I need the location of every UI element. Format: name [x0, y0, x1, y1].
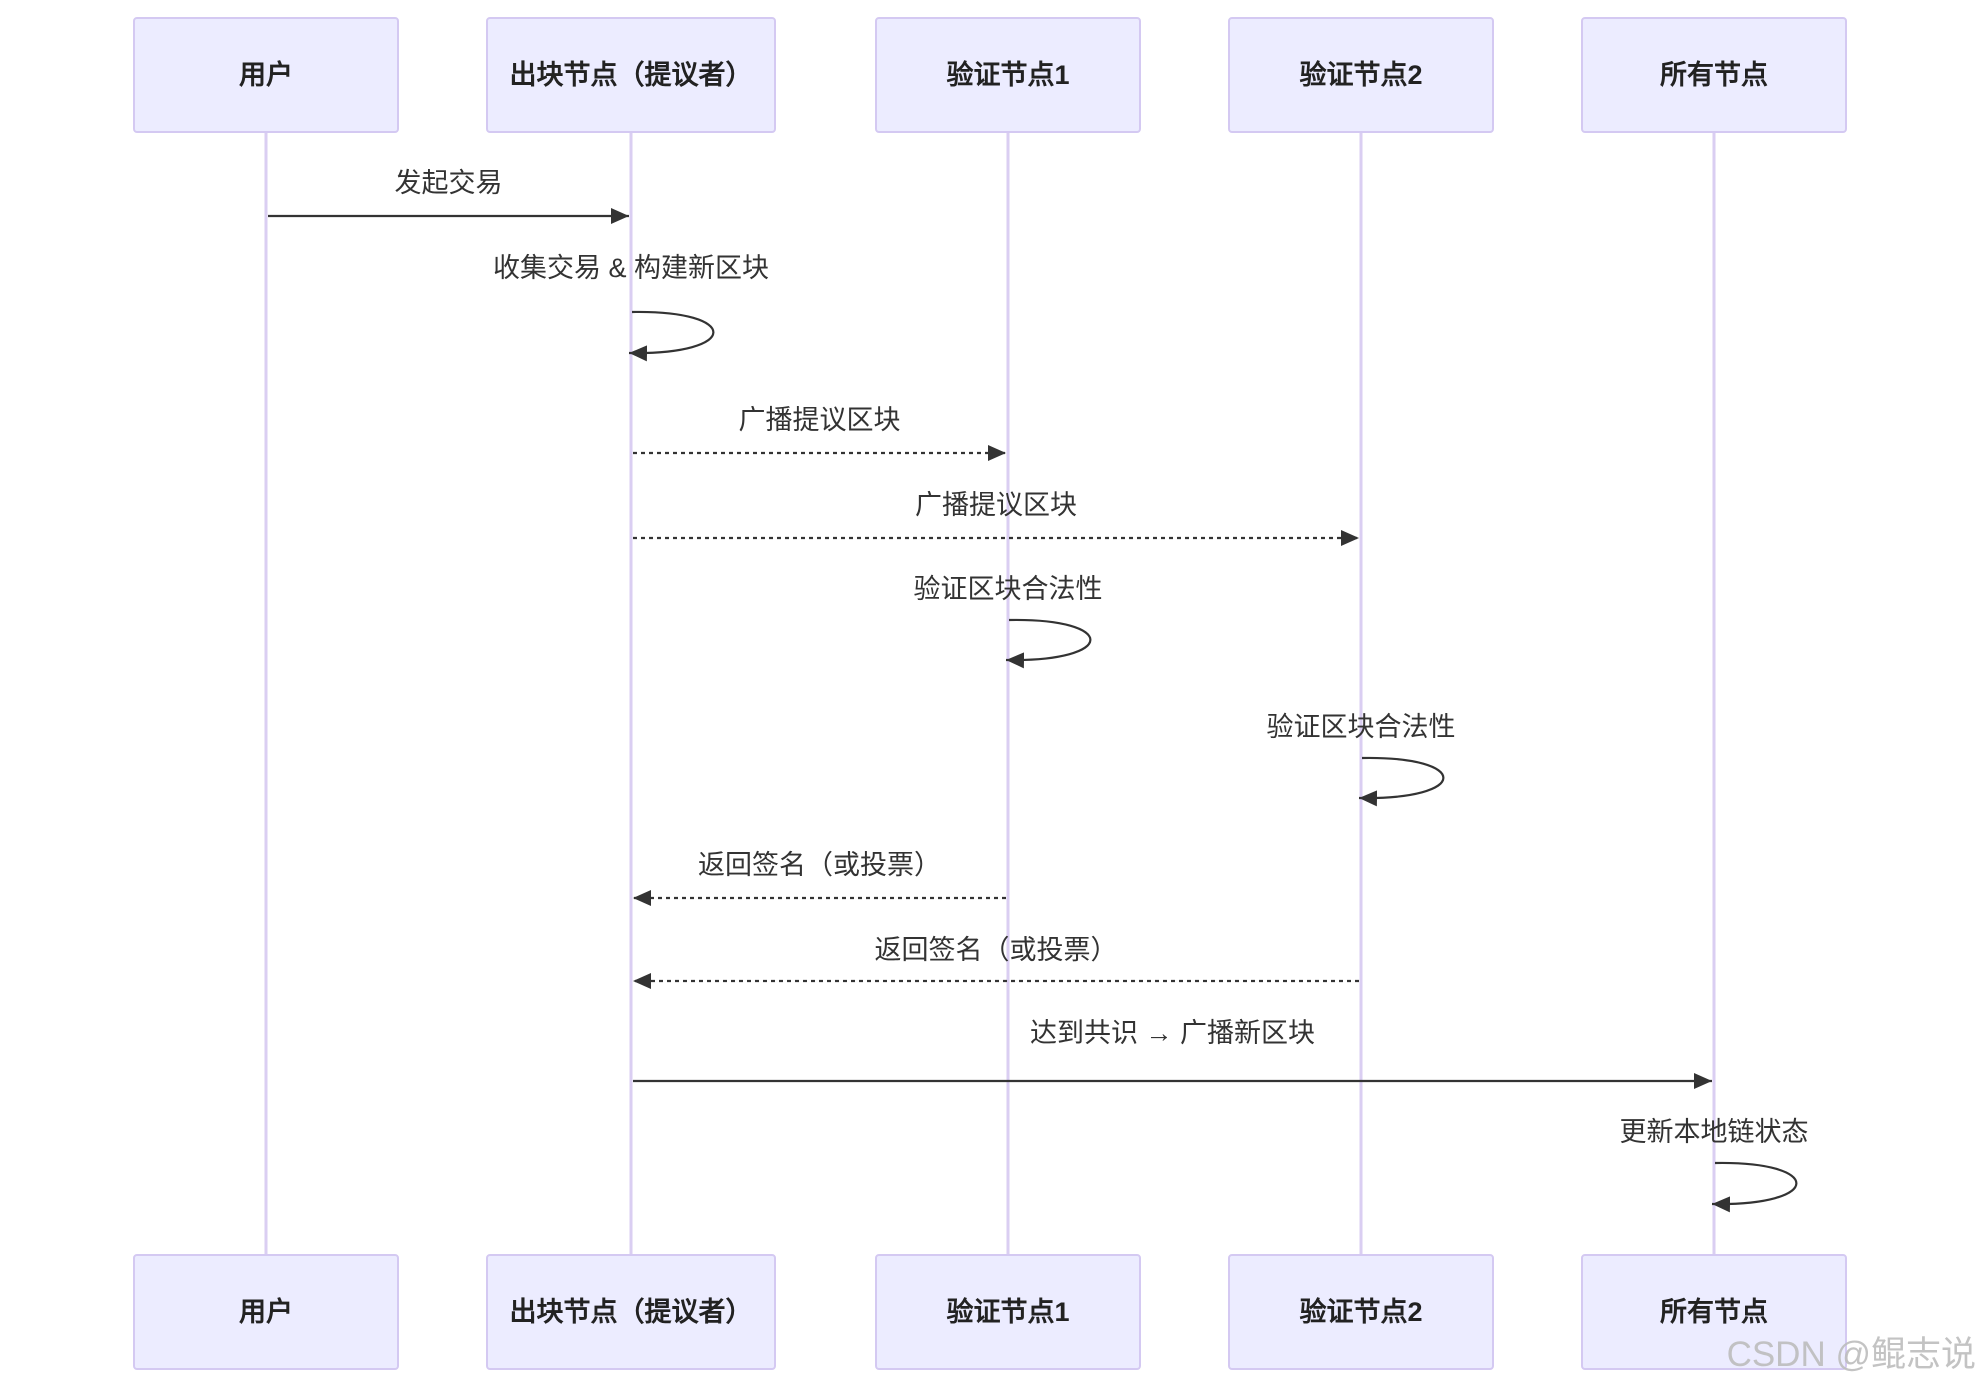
participant-rect [486, 1254, 776, 1370]
self-message-loop [628, 310, 715, 362]
participant-rect [1581, 1254, 1847, 1370]
participant-box-bottom: 验证节点1 [875, 1254, 1141, 1370]
participant-label: 验证节点2 [1299, 59, 1422, 90]
participant-rect [1228, 1254, 1494, 1370]
participant-rect [133, 1254, 399, 1370]
participant-rect [486, 17, 776, 133]
watermark: CSDN @鲲志说 [1727, 1335, 1976, 1374]
participant-label: 所有节点 [1660, 60, 1768, 90]
message-label: 返回签名（或投票） [698, 850, 941, 880]
self-message-loop [1358, 756, 1445, 807]
message-label: 发起交易 [395, 168, 503, 198]
participant-box-top: 用户 [133, 17, 399, 133]
participant-box-bottom: 出块节点（提议者） [486, 1254, 776, 1370]
self-message: 收集交易 & 构建新区块 [493, 253, 769, 362]
participant-label: 所有节点 [1660, 1297, 1768, 1327]
message-label: 达到共识 → 广播新区块 [1030, 1018, 1315, 1048]
participant-box-top: 验证节点1 [875, 17, 1141, 133]
participant-label: 验证节点1 [946, 1296, 1069, 1327]
participant-label: 用户 [239, 59, 293, 90]
participant-rect [875, 1254, 1141, 1370]
message-label: 验证区块合法性 [914, 574, 1103, 604]
participant-rect [1228, 17, 1494, 133]
lifelines-layer [264, 132, 1716, 1255]
participant-box-top: 出块节点（提议者） [486, 17, 776, 133]
message: 返回签名（或投票） [633, 850, 1006, 906]
participant-box-bottom: 所有节点 [1581, 1254, 1847, 1370]
participant-rect [875, 17, 1141, 133]
participant-label: 验证节点1 [946, 59, 1069, 90]
self-message: 验证区块合法性 [1267, 712, 1456, 807]
message-label: 返回签名（或投票） [875, 935, 1118, 965]
participant-box-bottom: 验证节点2 [1228, 1254, 1494, 1370]
message-label: 收集交易 & 构建新区块 [493, 253, 769, 283]
message: 广播提议区块 [633, 490, 1359, 546]
participant-label: 用户 [239, 1296, 293, 1327]
self-message-loop [1005, 618, 1092, 669]
participant-label: 出块节点（提议者） [510, 1297, 753, 1327]
participant-rect [133, 17, 399, 133]
watermark-layer: CSDN @鲲志说 [1727, 1335, 1976, 1374]
message: 返回签名（或投票） [633, 935, 1359, 989]
participant-label: 出块节点（提议者） [510, 60, 753, 90]
message-label: 广播提议区块 [915, 490, 1077, 520]
participant-rect [1581, 17, 1847, 133]
message: 广播提议区块 [633, 405, 1006, 461]
self-message-loop [1711, 1161, 1798, 1213]
message-label: 更新本地链状态 [1620, 1117, 1809, 1147]
message: 达到共识 → 广播新区块 [633, 1018, 1712, 1089]
participant-box-bottom: 用户 [133, 1254, 399, 1370]
participant-box-top: 所有节点 [1581, 17, 1847, 133]
message: 发起交易 [268, 168, 629, 224]
self-message: 更新本地链状态 [1620, 1117, 1809, 1213]
participant-box-top: 验证节点2 [1228, 17, 1494, 133]
self-message: 验证区块合法性 [914, 574, 1103, 669]
message-label: 验证区块合法性 [1267, 712, 1456, 742]
message-label: 广播提议区块 [739, 405, 901, 435]
participant-label: 验证节点2 [1299, 1296, 1422, 1327]
